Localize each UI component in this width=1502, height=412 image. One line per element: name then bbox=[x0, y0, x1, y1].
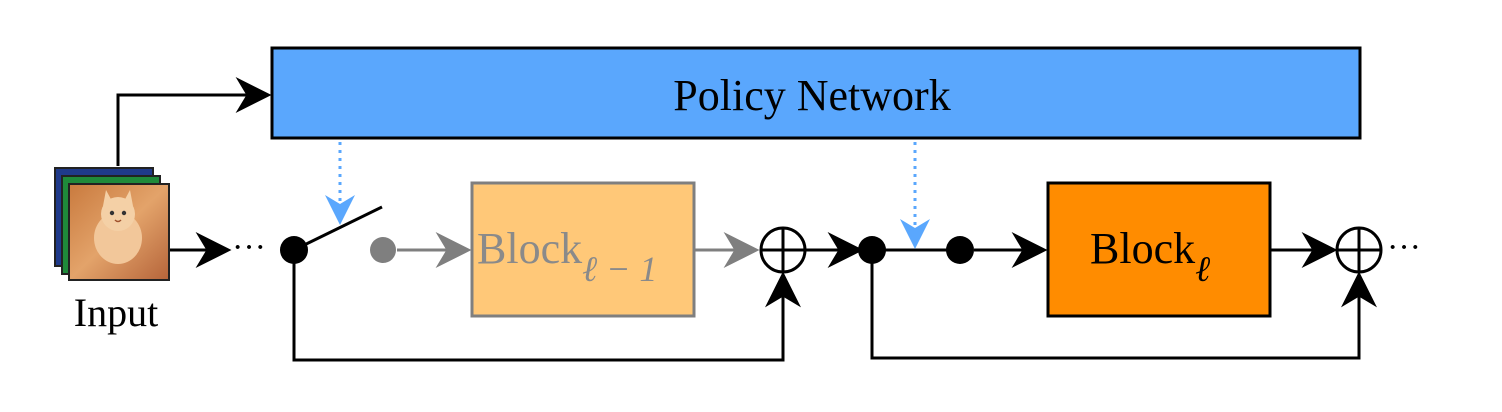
input-image-stack bbox=[54, 167, 170, 281]
trailing-ellipsis: ··· bbox=[1387, 229, 1421, 266]
gate-switch bbox=[293, 205, 383, 252]
skip-connection-1 bbox=[292, 250, 801, 362]
block-prev-subscript: ℓ − 1 bbox=[582, 249, 657, 289]
sum-node-1 bbox=[759, 226, 807, 274]
block-curr-label: Blockℓ bbox=[1090, 224, 1210, 289]
block-prev-label: Blockℓ − 1 bbox=[477, 224, 657, 289]
input-label: Input bbox=[74, 290, 158, 335]
gate-node-2 bbox=[946, 236, 974, 264]
cat-image bbox=[94, 190, 142, 264]
policy-network-label: Policy Network bbox=[673, 71, 950, 120]
leading-ellipsis: ··· bbox=[232, 229, 266, 266]
skip-connection-2 bbox=[870, 250, 1377, 360]
sum-node-2 bbox=[1335, 226, 1383, 274]
block-prev-box bbox=[470, 181, 696, 318]
skip-node bbox=[370, 237, 396, 263]
policy-network-box bbox=[270, 46, 1362, 140]
block-curr-subscript: ℓ bbox=[1195, 249, 1210, 289]
block-curr-box bbox=[1046, 181, 1272, 318]
input-to-policy-arrow bbox=[116, 77, 272, 166]
